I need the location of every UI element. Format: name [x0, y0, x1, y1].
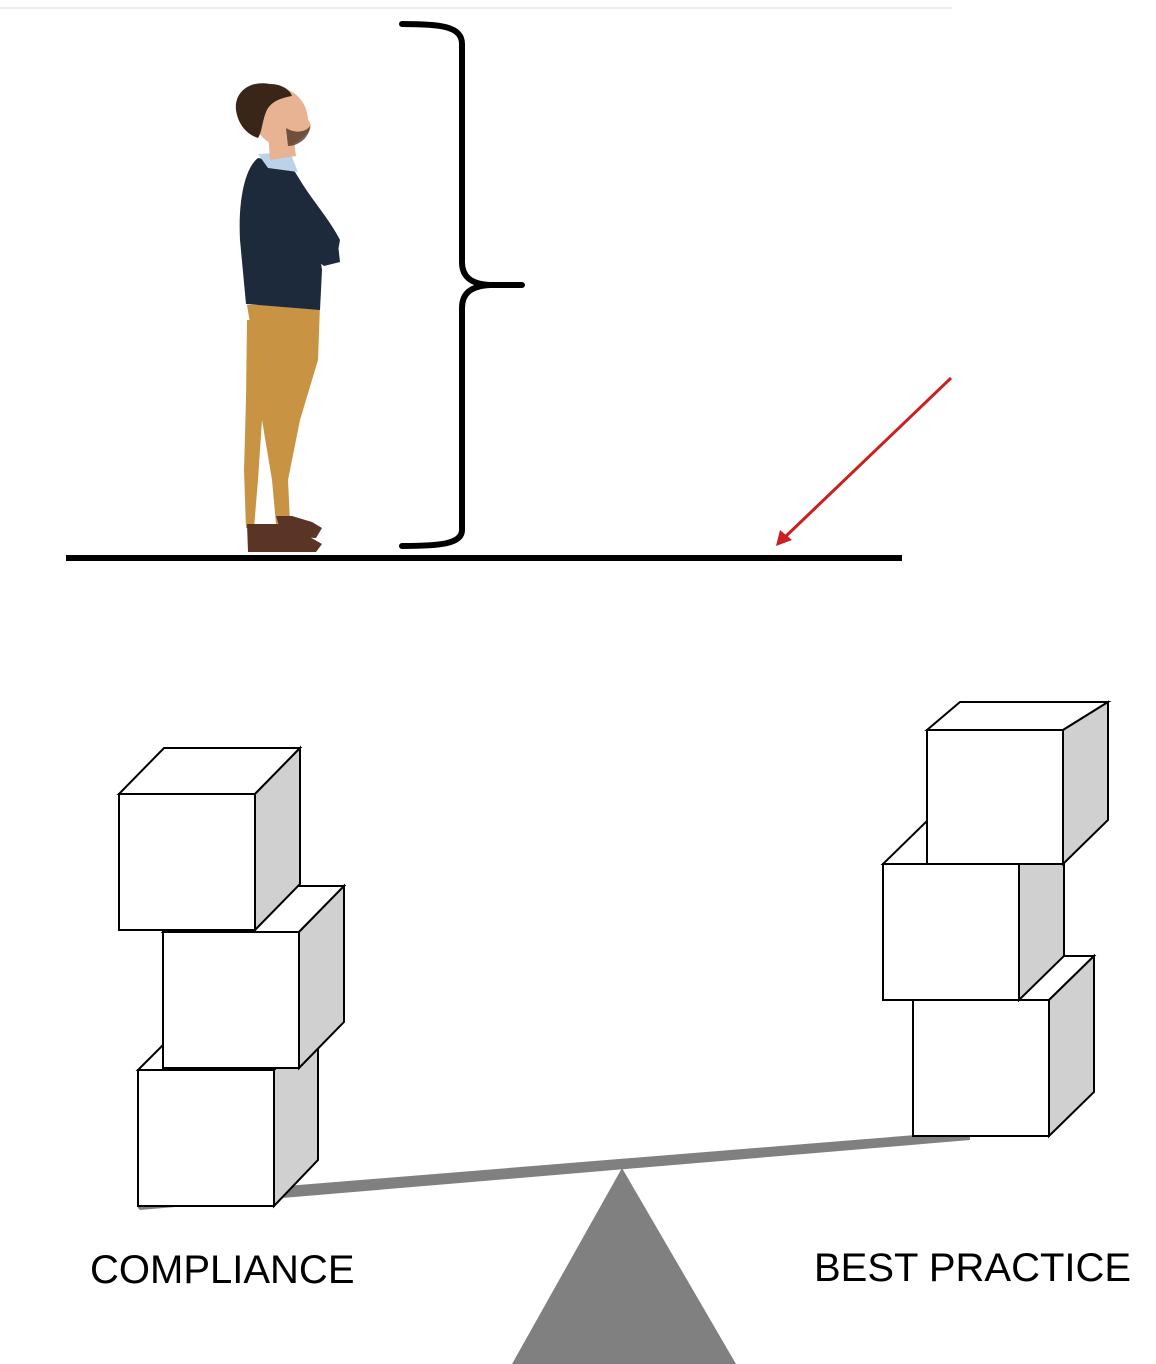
person-hair: [235, 83, 292, 138]
best-practice-label: BEST PRACTICE: [814, 1246, 1132, 1290]
right-box-top: [924, 700, 1112, 867]
person-sweater: [239, 158, 340, 310]
person-figure: [235, 83, 340, 552]
diagonal-arrow-icon: [776, 376, 953, 546]
seesaw-beam: [138, 1134, 970, 1210]
curly-brace-icon: [399, 21, 525, 549]
arrow-shaft: [782, 376, 953, 540]
compliance-label: COMPLIANCE: [90, 1248, 355, 1292]
arrow-head: [776, 530, 792, 546]
triangle-fulcrum-icon: [512, 1168, 736, 1364]
left-box-stack: [116, 745, 347, 1209]
person-arm: [288, 190, 340, 266]
left-box-top: [116, 745, 303, 933]
right-box-stack: [880, 700, 1112, 1139]
person-trousers-back-leg: [244, 320, 270, 528]
person-beard: [286, 126, 310, 146]
person-shoe-front: [276, 516, 322, 538]
person-shoe-back: [247, 524, 322, 552]
